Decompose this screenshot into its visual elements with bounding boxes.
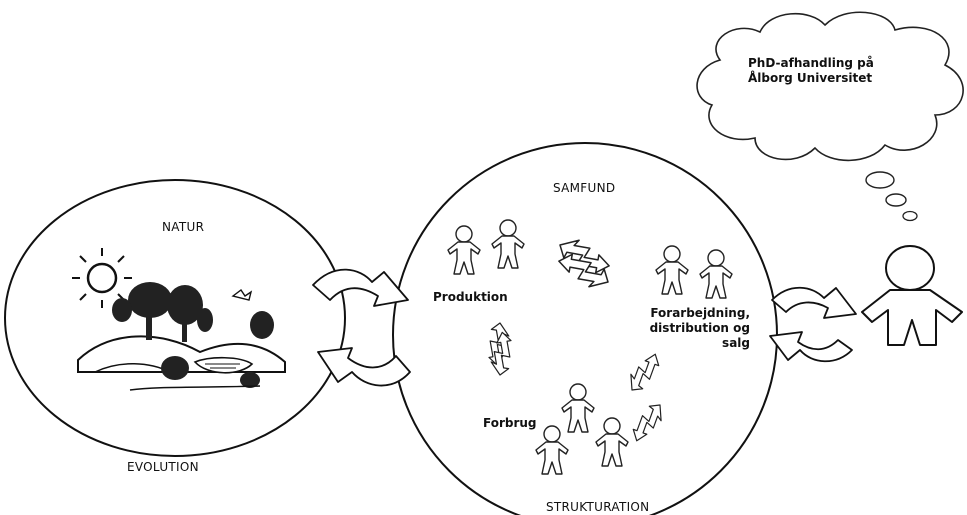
forbrug-label: Forbrug bbox=[483, 416, 537, 430]
forarbejdning-label: Forarbejdning, distribution og salg bbox=[649, 306, 750, 350]
people-produktion bbox=[447, 219, 525, 275]
landscape-sun-tree-icon bbox=[72, 248, 286, 391]
people-forarbejdning bbox=[655, 245, 733, 299]
exchange-samfund-observer bbox=[769, 286, 857, 363]
people-forbrug bbox=[535, 383, 629, 475]
produktion-label: Produktion bbox=[433, 290, 508, 304]
observer-person-icon bbox=[861, 245, 963, 346]
cycle-arrows-left bbox=[482, 321, 518, 377]
samfund-label: SAMFUND bbox=[553, 181, 616, 195]
cycle-arrows-top bbox=[554, 236, 614, 291]
exchange-natur-samfund bbox=[312, 268, 411, 387]
thought-bubble-text: PhD-afhandling på Ålborg Universitet bbox=[748, 56, 874, 85]
strukturation-label: STRUKTURATION bbox=[546, 500, 650, 514]
thought-bubble bbox=[696, 11, 964, 222]
evolution-label: EVOLUTION bbox=[127, 460, 199, 474]
cycle-arrows-right bbox=[625, 348, 667, 447]
natur-label: NATUR bbox=[162, 220, 205, 234]
natur-circle bbox=[4, 179, 346, 457]
